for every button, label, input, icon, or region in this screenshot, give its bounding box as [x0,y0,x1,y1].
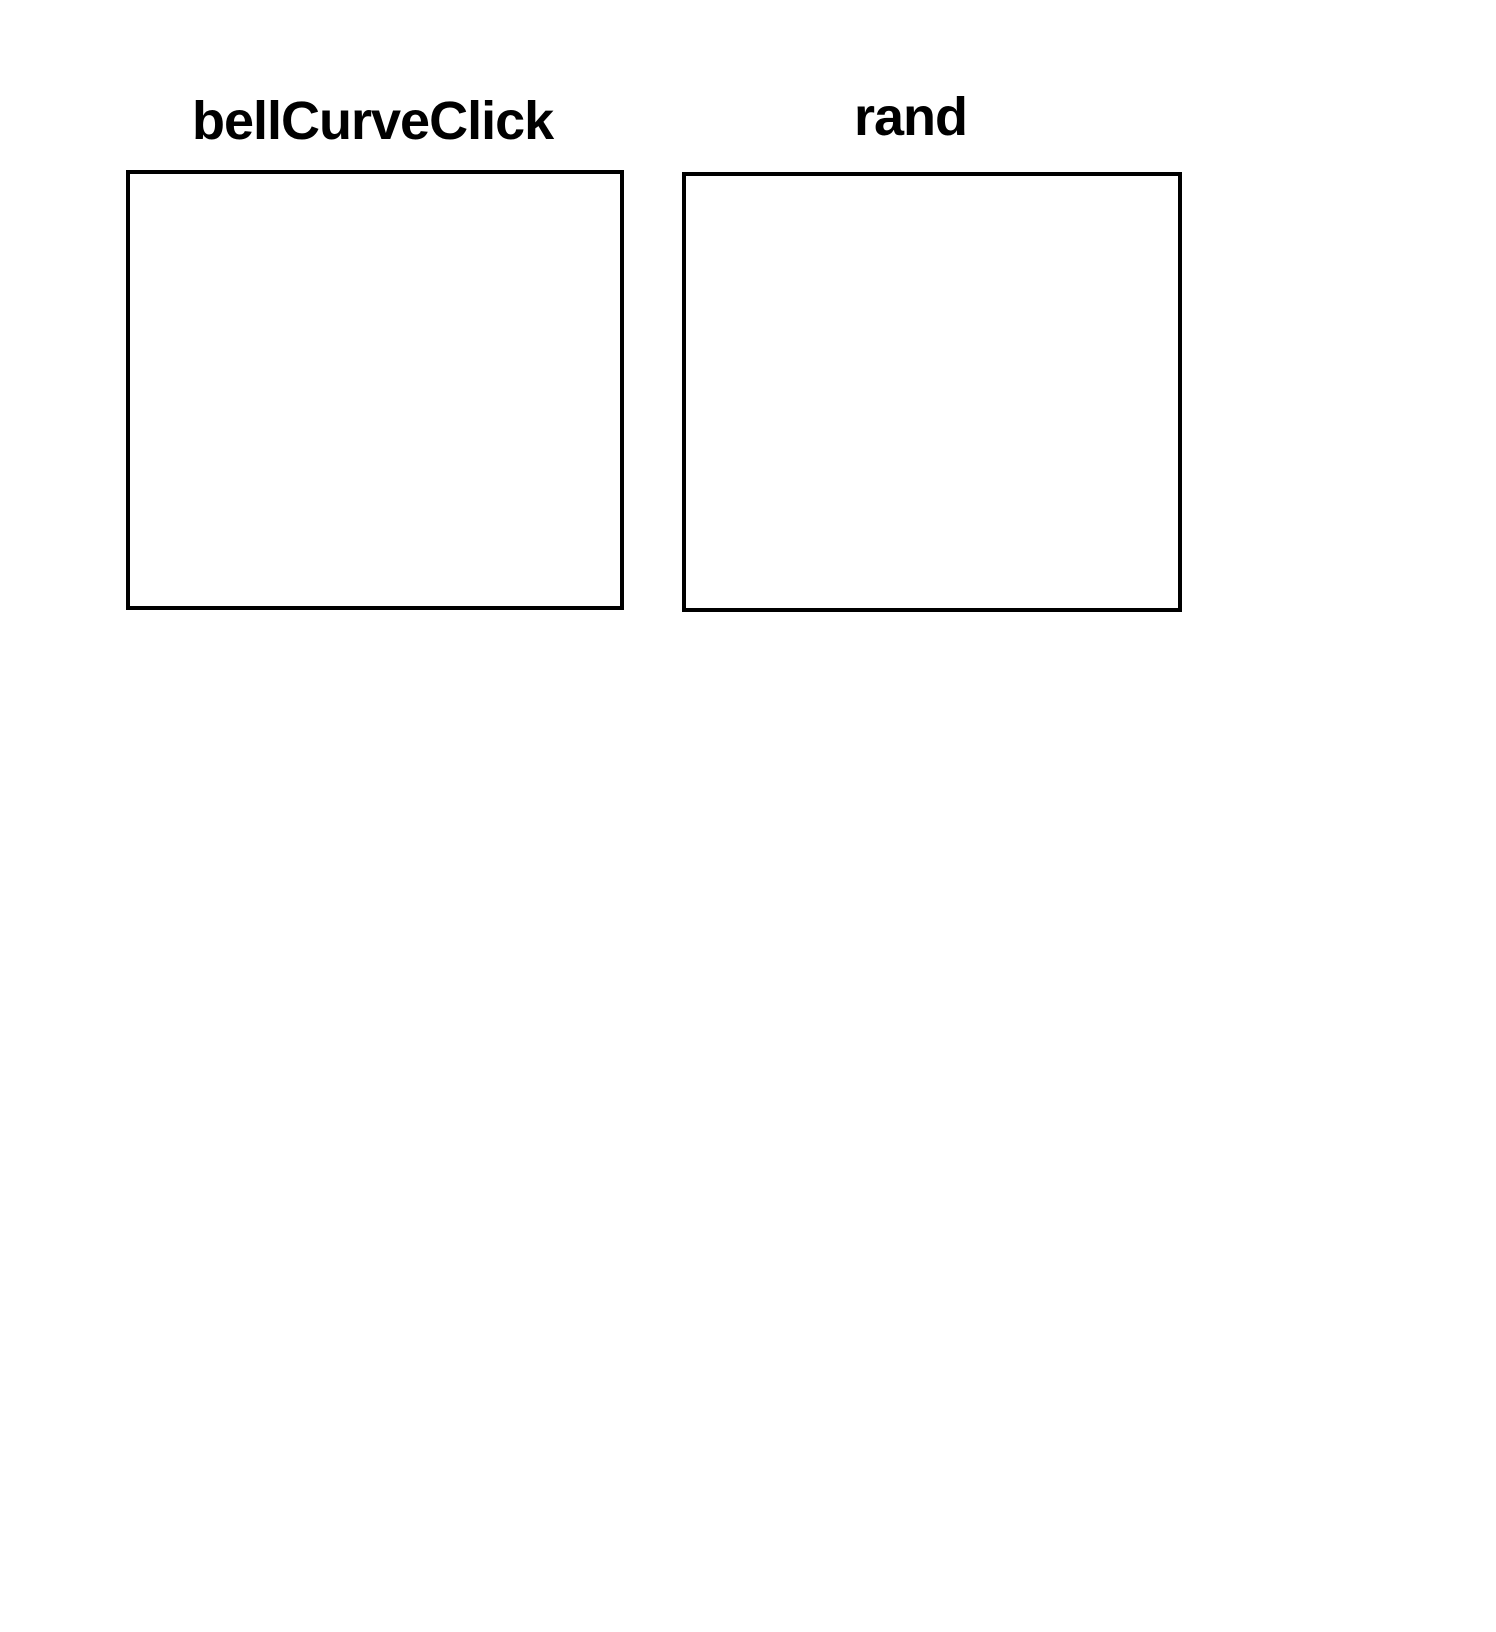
rand-title: rand [854,87,968,147]
bellcurveclick-title: bellCurveClick [192,91,554,151]
bellcurveclick-box [126,170,624,610]
rand-box [682,172,1182,612]
